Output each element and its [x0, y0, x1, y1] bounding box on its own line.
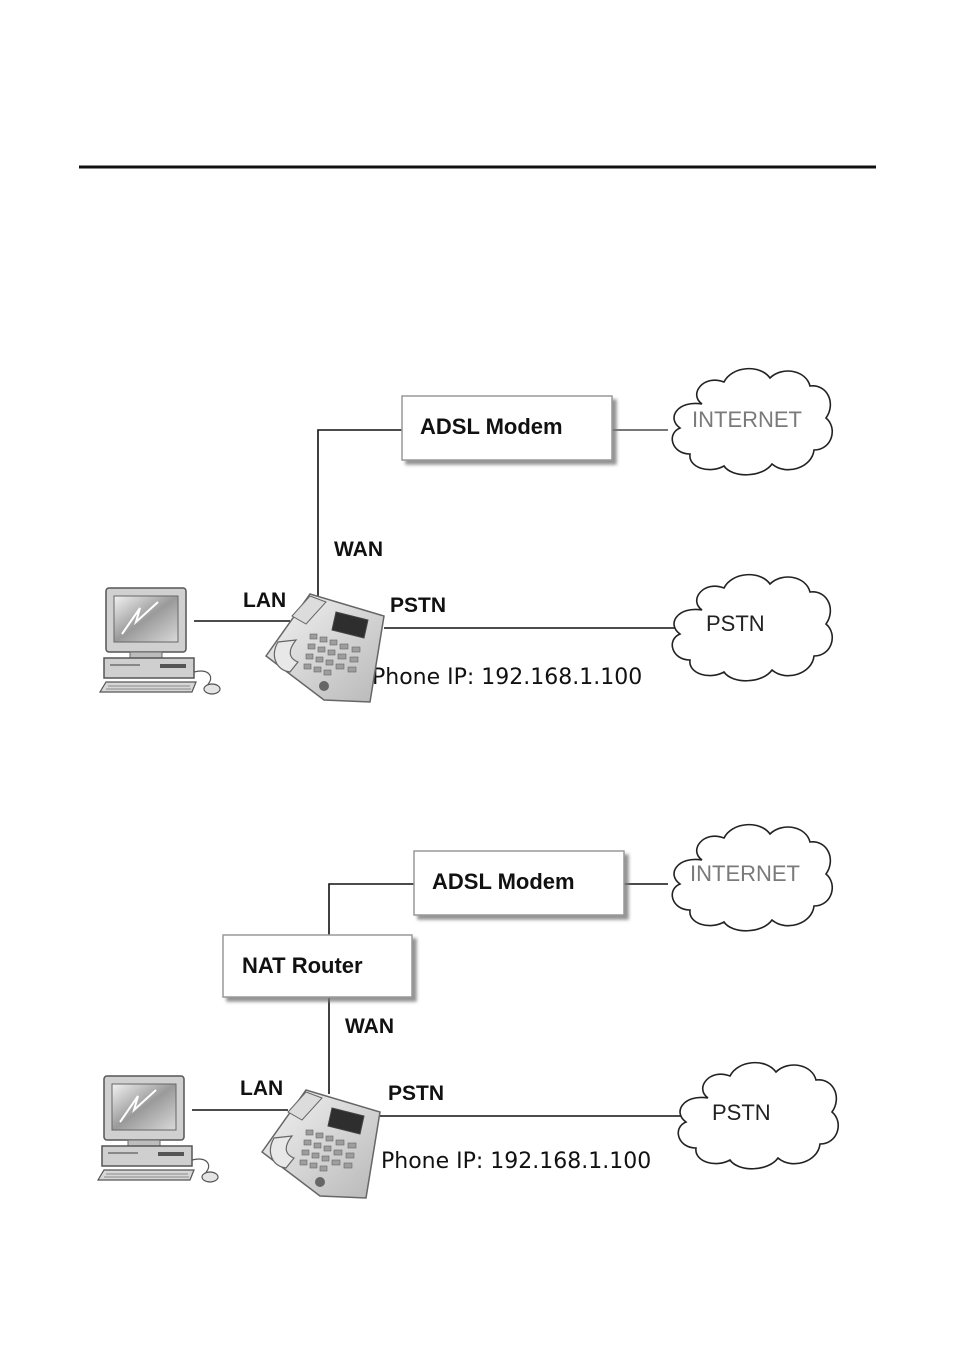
pstn-cloud-label: PSTN: [706, 611, 765, 636]
adsl-modem: ADSL Modem: [413, 850, 625, 916]
phone-ip-label: Phone IP: 192.168.1.100: [381, 1149, 651, 1174]
pstn-line-label: PSTN: [390, 594, 446, 617]
computer-icon: [99, 587, 221, 695]
lan-label: LAN: [243, 589, 286, 612]
computer-icon: [97, 1075, 219, 1183]
modem-label: ADSL Modem: [420, 414, 563, 439]
modem-label: ADSL Modem: [432, 869, 575, 894]
ip-phone-icon: [261, 1089, 381, 1199]
nat-router: NAT Router: [222, 934, 413, 998]
adsl-modem: ADSL Modem: [401, 395, 613, 461]
wan-link: [317, 429, 402, 600]
pstn-cloud-label: PSTN: [712, 1100, 771, 1125]
internet-label: INTERNET: [690, 861, 800, 886]
wan-label: WAN: [345, 1015, 394, 1038]
internet-label: INTERNET: [692, 407, 802, 432]
phone-ip-label: Phone IP: 192.168.1.100: [372, 665, 642, 690]
wan-label: WAN: [334, 538, 383, 561]
router-label: NAT Router: [242, 953, 363, 978]
pstn-line-label: PSTN: [388, 1082, 444, 1105]
router-modem-link: [328, 883, 414, 936]
diagram-nat: ADSL Modem NAT Router INTERNET PSTN WAN …: [97, 823, 840, 1199]
lan-label: LAN: [240, 1077, 283, 1100]
diagram-direct: ADSL Modem INTERNET PSTN WAN LAN PSTN Ph…: [99, 367, 834, 703]
